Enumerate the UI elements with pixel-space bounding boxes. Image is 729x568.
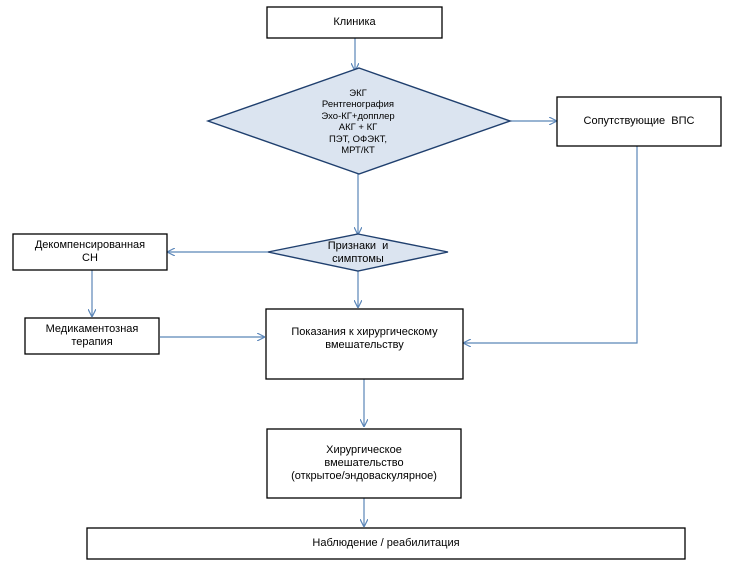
signs-symptoms-diamond — [267, 233, 449, 272]
decompensated-hf-box — [12, 233, 168, 271]
decompensated-hf-line-1: Декомпенсированная — [34, 239, 146, 251]
signs-symptoms-label: Признаки и симптомы — [298, 238, 418, 268]
follow-up-label: Наблюдение / реабилитация — [87, 528, 685, 559]
drug-therapy-line-1: Медикаментозная — [45, 323, 139, 335]
clinic-label: Клиника — [267, 7, 442, 38]
surgery-box — [266, 428, 462, 499]
surgery-indications-line-1: Показания к хирургическому — [291, 326, 438, 338]
drug-therapy-line-2: терапия — [71, 336, 113, 348]
surgery-indications-label: Показания к хирургическому вмешательству — [266, 309, 463, 379]
associated-chd-text: Сопутствующие ВПС — [583, 115, 695, 127]
decompensated-hf-line-2: СН — [82, 252, 98, 264]
surgery-line-2: вмешательство — [324, 457, 404, 469]
signs-symptoms-line-2: симптомы — [332, 253, 384, 265]
diagnostics-line-xray: Рентгенография — [321, 99, 395, 110]
connectors — [92, 38, 638, 526]
diagnostics-line-echo: Эхо-КГ+допплер — [321, 110, 395, 122]
surgery-indications-line-2: вмешательству — [325, 339, 404, 351]
diagnostics-line-mri: МРТ/КТ — [341, 145, 375, 156]
arrow-associated-chd-to-indications — [464, 146, 638, 343]
drug-therapy-label: Медикаментозная терапия — [25, 318, 159, 354]
associated-chd-label: Сопутствующие ВПС — [557, 97, 721, 146]
surgery-label: Хирургическое вмешательство (открытое/эн… — [267, 429, 461, 498]
diagnostics-line-ecg: ЭКГ — [349, 87, 367, 99]
follow-up-box — [86, 527, 686, 560]
diagnostics-label: ЭКГ Рентгенография Эхо-КГ+допплер АКГ + … — [258, 86, 458, 158]
clinic-box — [266, 6, 443, 39]
follow-up-text: Наблюдение / реабилитация — [312, 537, 460, 549]
clinic-text: Клиника — [333, 16, 376, 28]
diagnostics-line-angio: АКГ + КГ — [338, 122, 378, 133]
diagnostics-line-pet: ПЭТ, ОФЭКТ, — [328, 133, 388, 145]
surgery-indications-box — [265, 308, 464, 380]
decompensated-hf-label: Декомпенсированная СН — [13, 234, 167, 270]
diagnostics-diamond — [205, 67, 513, 175]
signs-symptoms-line-1: Признаки и — [327, 240, 389, 252]
associated-chd-box — [556, 96, 722, 147]
drug-therapy-box — [24, 317, 160, 355]
surgery-line-1: Хирургическое — [326, 444, 402, 456]
surgery-line-3: (открытое/эндоваскулярное) — [291, 470, 437, 482]
